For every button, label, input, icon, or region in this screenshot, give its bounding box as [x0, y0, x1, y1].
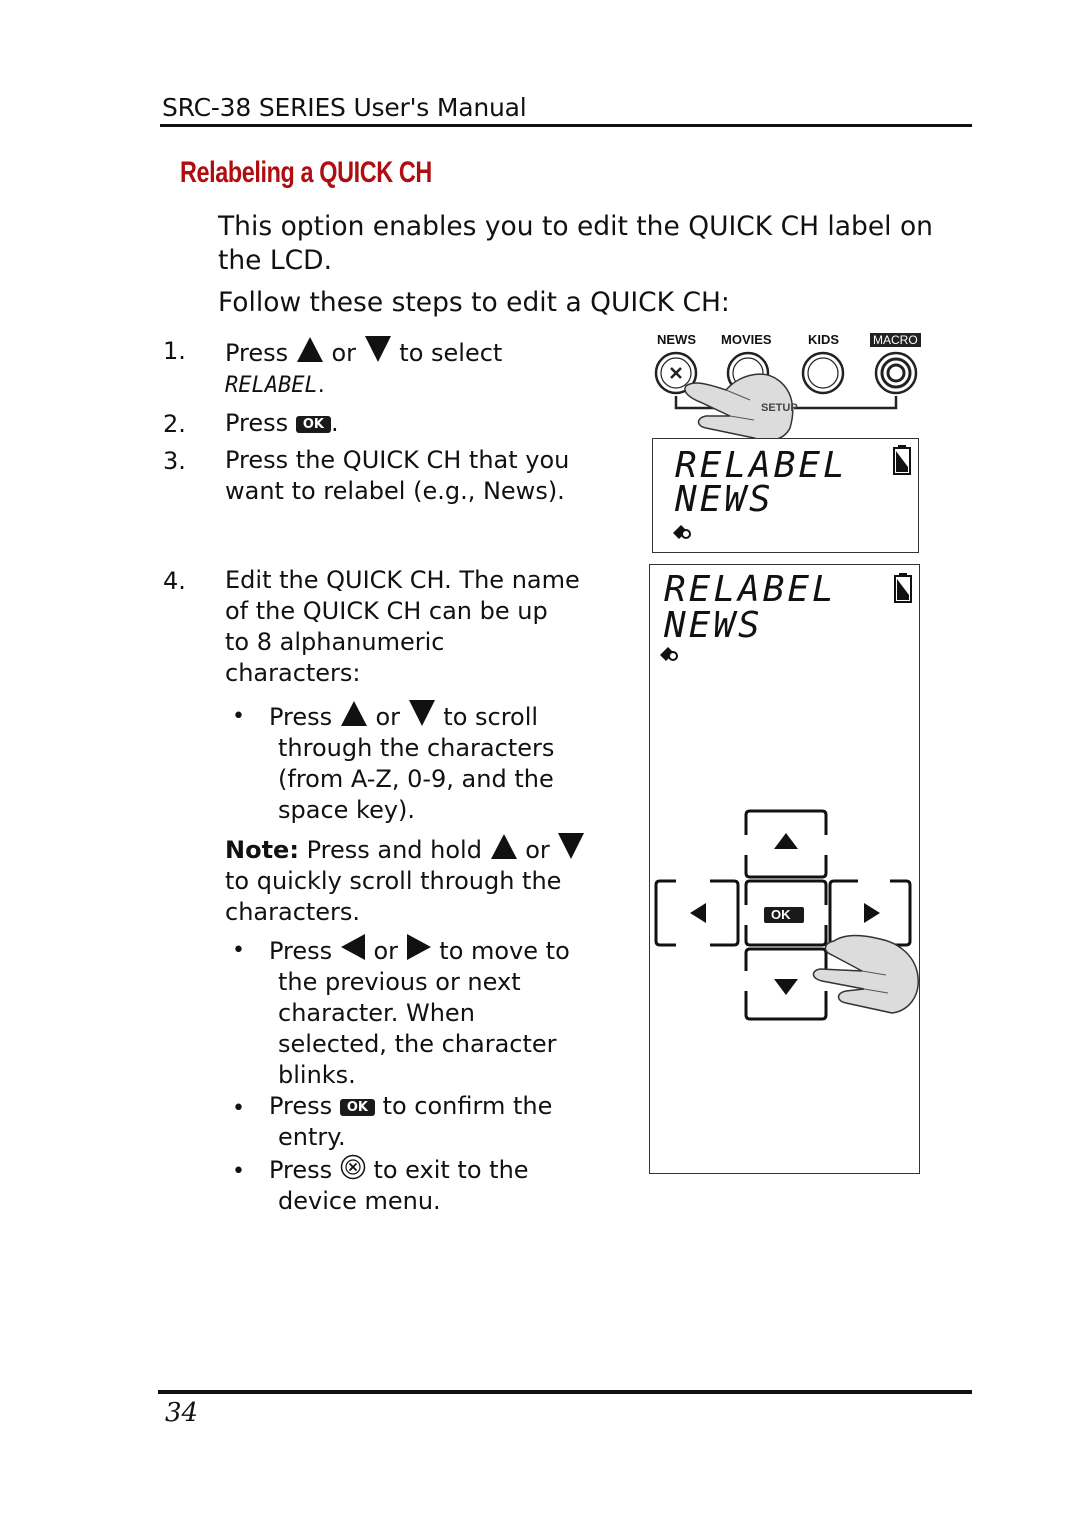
intro-paragraph: This option enables you to edit the QUIC… — [218, 210, 968, 278]
step-2-number: 2. — [163, 410, 186, 438]
dpad-down-button[interactable] — [744, 947, 828, 1021]
hand-pointer-icon — [812, 934, 919, 1014]
dpad-up-button[interactable] — [744, 809, 828, 879]
bullet-move-text: Press or to move to the previous or next… — [269, 933, 570, 1091]
kids-button[interactable] — [801, 351, 845, 395]
manual-title: SRC-38 SERIES User's Manual — [162, 93, 527, 122]
intro-line-1: This option enables you to edit the QUIC… — [218, 211, 933, 242]
signal-icon — [660, 647, 678, 661]
bullet-exit-text: Press to exit to the device menu. — [269, 1154, 529, 1215]
up-triangle-icon — [296, 337, 323, 362]
news-button[interactable] — [654, 351, 698, 395]
movies-button-label: MOVIES — [721, 332, 772, 347]
battery-icon — [893, 445, 911, 475]
section-title: Relabeling a QUICK CH — [180, 156, 432, 189]
lcd-2-line-1: RELABEL — [664, 569, 837, 610]
bullet-marker: • — [232, 704, 245, 729]
lcd-1-line-2: NEWS — [675, 479, 774, 520]
footer-divider — [158, 1390, 972, 1394]
kids-button-label: KIDS — [808, 332, 840, 347]
dpad-left-button[interactable] — [654, 879, 740, 947]
lcd-screen-2: RELABEL NEWS — [649, 564, 920, 1174]
dpad-right-button[interactable] — [828, 879, 912, 947]
lcd-1-line-1: RELABEL — [675, 445, 848, 486]
note-text: Note: Press and hold or to quickly scrol… — [225, 832, 585, 928]
step-4-text: Edit the QUICK CH. The name of the QUICK… — [225, 566, 580, 687]
hand-pointer-icon — [684, 373, 794, 440]
exit-circle-icon — [340, 1154, 366, 1180]
dpad-ok-button[interactable] — [744, 879, 828, 947]
lcd-2-line-2: NEWS — [664, 605, 763, 646]
follow-steps-text: Follow these steps to edit a QUICK CH: — [218, 287, 730, 318]
down-triangle-icon — [364, 336, 391, 362]
macro-button[interactable] — [874, 351, 918, 395]
up-triangle-icon — [340, 701, 367, 726]
bullet-marker: • — [232, 1096, 245, 1121]
left-triangle-icon — [340, 934, 365, 960]
ok-badge-icon: OK — [295, 416, 331, 433]
bullet-confirm-text: Press OK to confirm the entry. — [269, 1092, 553, 1151]
battery-icon — [894, 573, 912, 603]
quick-ch-buttons-illustration: NEWS MOVIES KIDS MACRO SETUP — [650, 328, 930, 440]
dpad-ok-label: OK — [771, 907, 791, 922]
lcd-screen-1: RELABEL NEWS — [652, 438, 919, 553]
step-3-text: Press the QUICK CH that you want to rela… — [225, 446, 570, 505]
right-triangle-icon — [406, 934, 431, 960]
header-divider — [160, 124, 972, 127]
macro-button-label: MACRO — [870, 333, 921, 347]
ok-badge-icon: OK — [339, 1099, 375, 1116]
dpad-illustration — [654, 809, 919, 1021]
page-number: 34 — [165, 1398, 199, 1428]
step-4-number: 4. — [163, 567, 186, 595]
setup-label: SETUP — [761, 402, 798, 414]
intro-line-2: the LCD. — [218, 245, 333, 276]
bullet-marker: • — [232, 1159, 245, 1184]
down-triangle-icon — [408, 700, 435, 726]
step-3-number: 3. — [163, 447, 186, 475]
step-1-text: Press or to select — [225, 335, 502, 369]
up-triangle-icon — [490, 834, 517, 859]
step-1-lcd-word: RELABEL. — [225, 373, 325, 398]
bullet-scroll-text: Press or to scroll through the character… — [269, 699, 554, 826]
signal-icon — [673, 525, 691, 539]
news-button-label: NEWS — [657, 332, 696, 347]
down-triangle-icon — [558, 833, 585, 859]
step-1-number: 1. — [163, 337, 186, 365]
bullet-marker: • — [232, 938, 245, 963]
step-2-text: Press OK. — [225, 409, 339, 437]
